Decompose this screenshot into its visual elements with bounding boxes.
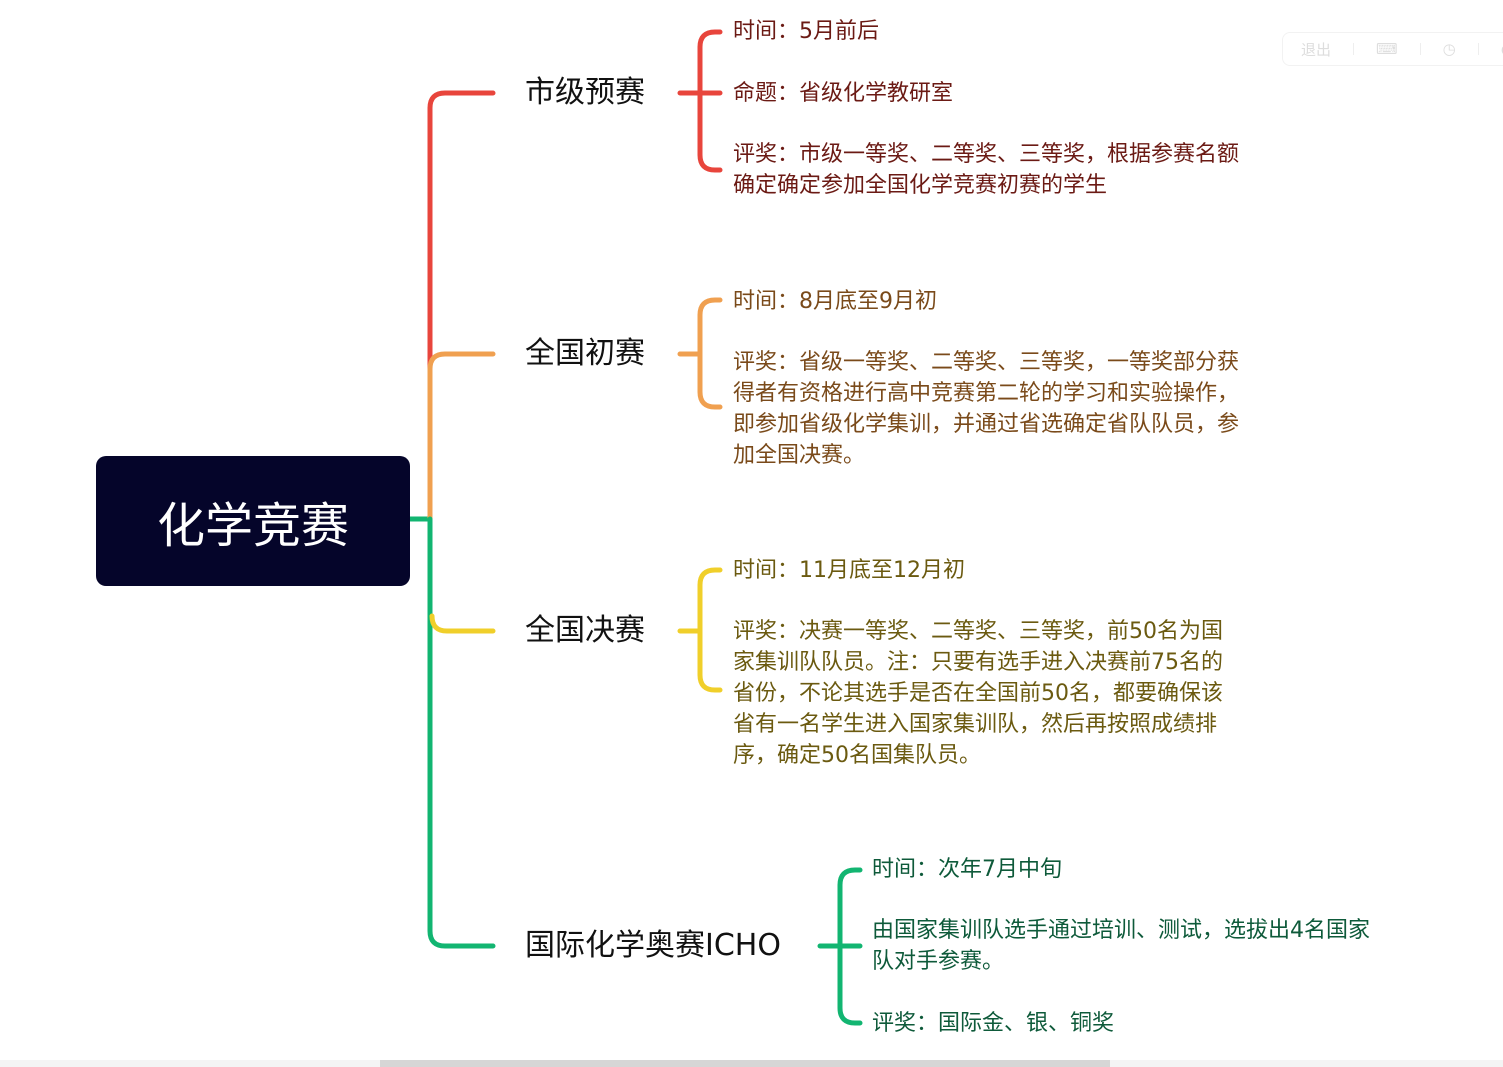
bracket-2 (677, 297, 723, 410)
leaf-node[interactable]: 时间：5月前后 (733, 19, 879, 44)
divider (1353, 43, 1355, 55)
bracket-3 (677, 567, 723, 693)
branch-line-1 (427, 90, 496, 522)
leaf-node[interactable]: 时间：8月底至9月初 (733, 289, 937, 314)
leaf-node[interactable]: 评奖：省级一等奖、二等奖、三等奖，一等奖部分获得者有资格进行高中竞赛第二轮的学习… (733, 350, 1240, 468)
root-node[interactable]: 化学竞赛 (96, 456, 410, 586)
branch-node-national-final[interactable]: 全国决赛 (525, 613, 645, 648)
branch-node-national-prelim[interactable]: 全国初赛 (525, 336, 645, 371)
clock-icon[interactable]: ◷ (1442, 40, 1456, 58)
leaf-node[interactable]: 时间：11月底至12月初 (733, 558, 965, 583)
horizontal-scrollbar[interactable] (380, 1060, 1110, 1067)
leaf-node[interactable]: 时间：次年7月中旬 (872, 857, 1062, 882)
branch-line-4 (427, 516, 496, 949)
exit-button[interactable]: 退出 (1301, 40, 1332, 59)
branch-node-city-prelim[interactable]: 市级预赛 (525, 75, 645, 110)
leaf-node[interactable]: 评奖：市级一等奖、二等奖、三等奖，根据参赛名额确定确定参加全国化学竞赛初赛的学生 (733, 142, 1240, 198)
leaf-node[interactable]: 评奖：决赛一等奖、二等奖、三等奖，前50名为国家集训队队员。注：只要有选手进入决… (733, 619, 1223, 768)
branch-node-icho[interactable]: 国际化学奥赛ICHO (525, 928, 781, 963)
divider (1419, 43, 1421, 55)
keyboard-icon[interactable]: ⌨ (1376, 40, 1398, 58)
divider (1477, 43, 1479, 55)
leaf-node[interactable]: 评奖：国际金、银、铜奖 (872, 1011, 1115, 1036)
branch-line-3 (429, 613, 496, 634)
avatar[interactable]: ● (1501, 40, 1503, 58)
bracket-1 (677, 29, 723, 173)
bracket-4 (817, 867, 863, 1026)
leaf-node[interactable]: 命题：省级化学教研室 (733, 81, 954, 106)
branch-line-2 (427, 351, 496, 522)
floating-toolbar: 退出 ⌨ ◷ ● (1282, 32, 1503, 66)
leaf-node[interactable]: 由国家集训队选手通过培训、测试，选拔出4名国家队对手参赛。 (872, 918, 1370, 974)
